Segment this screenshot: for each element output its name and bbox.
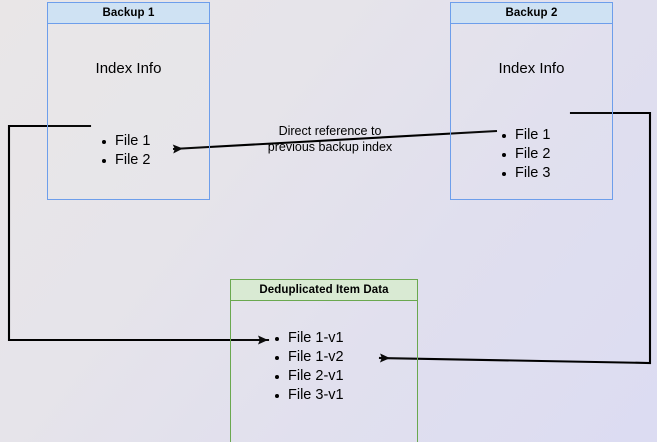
list-item: File 3 bbox=[500, 164, 550, 183]
backup-1-file-list: File 1 File 2 bbox=[100, 132, 150, 170]
backup-1-header: Backup 1 bbox=[47, 2, 210, 24]
list-item: File 1 bbox=[100, 132, 150, 151]
backup-1-index-title: Index Info bbox=[95, 60, 162, 77]
backup-2-box: Backup 2 Index Info File 1 File 2 File 3 bbox=[450, 2, 613, 200]
backup-1-body: Index Info File 1 File 2 bbox=[47, 24, 210, 200]
backup-2-header: Backup 2 bbox=[450, 2, 613, 24]
list-item: File 2 bbox=[500, 145, 550, 164]
backup-2-file-list: File 1 File 2 File 3 bbox=[500, 126, 550, 183]
list-item: File 3-v1 bbox=[273, 386, 344, 405]
direct-reference-annotation: Direct reference to previous backup inde… bbox=[267, 124, 393, 154]
list-item: File 2 bbox=[100, 151, 150, 170]
list-item: File 1-v2 bbox=[273, 348, 344, 367]
deduplicated-item-list: File 1-v1 File 1-v2 File 2-v1 File 3-v1 bbox=[273, 329, 344, 405]
list-item: File 1-v1 bbox=[273, 329, 344, 348]
backup-2-body: Index Info File 1 File 2 File 3 bbox=[450, 24, 613, 200]
backup-1-box: Backup 1 Index Info File 1 File 2 bbox=[47, 2, 210, 200]
deduplicated-item-data-body: File 1-v1 File 1-v2 File 2-v1 File 3-v1 bbox=[230, 301, 418, 442]
backup-2-index-title: Index Info bbox=[498, 60, 565, 77]
list-item: File 2-v1 bbox=[273, 367, 344, 386]
deduplicated-item-data-header: Deduplicated Item Data bbox=[230, 279, 418, 301]
list-item: File 1 bbox=[500, 126, 550, 145]
deduplicated-item-data-box: Deduplicated Item Data File 1-v1 File 1-… bbox=[230, 279, 418, 442]
